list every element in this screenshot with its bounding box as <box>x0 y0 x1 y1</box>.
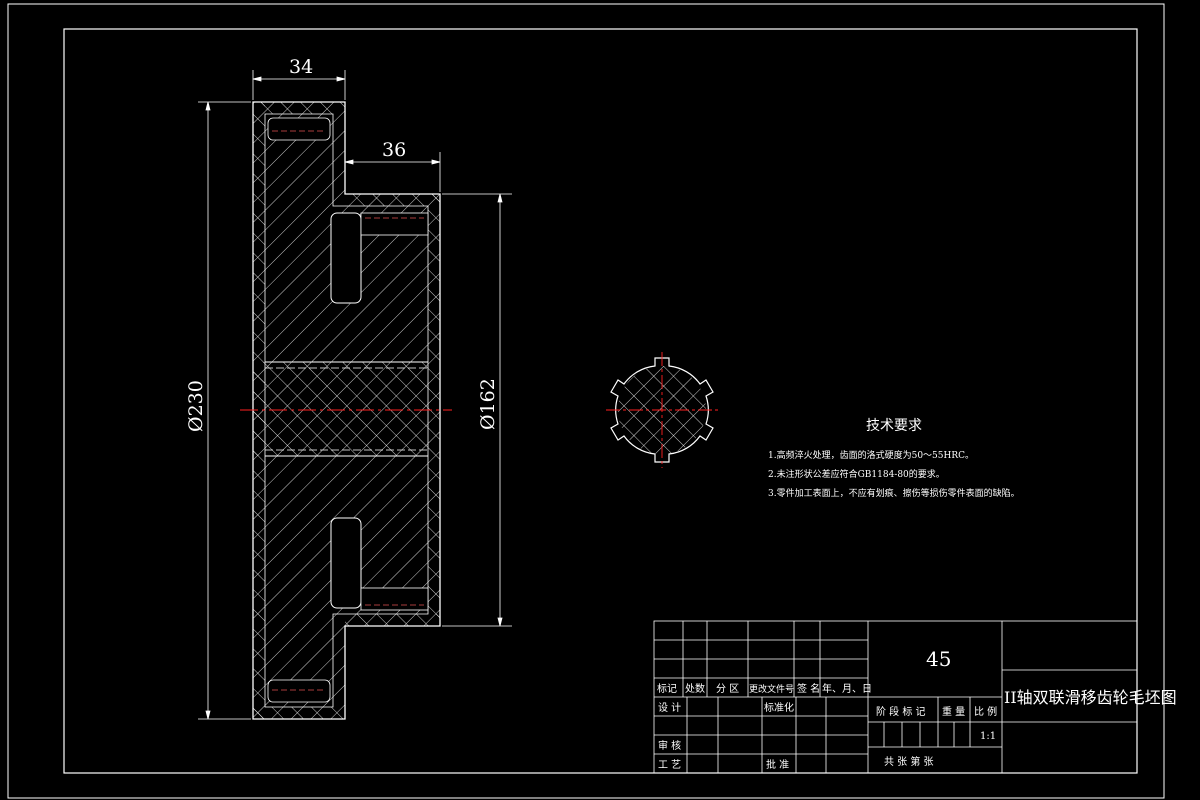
keyway-slot-top <box>330 212 362 304</box>
dim-hub-diameter: Ø162 <box>477 378 499 430</box>
title-block-header-row: 标记 处数 分 区 更改文件号 签 名 年、月、日 <box>657 682 872 695</box>
svg-text:标记: 标记 <box>657 683 677 695</box>
dim-top-width: 34 <box>289 56 313 78</box>
rim-right-bot-hatch <box>428 456 440 626</box>
design-label: 设 计 <box>658 701 681 714</box>
stage-mark-label: 阶 段 标 记 <box>876 705 926 718</box>
scale-value: 1:1 <box>980 731 996 742</box>
inner-border <box>63 28 1138 774</box>
approve-label: 批 准 <box>766 758 789 771</box>
tech-req-item-2: 2.未注形状公差应符合GB1184-80的要求。 <box>768 468 945 480</box>
title-block <box>653 620 1138 774</box>
gear-inner-outline <box>264 113 429 708</box>
weight-label: 重 量 <box>942 705 965 718</box>
process-label: 工 艺 <box>658 759 681 771</box>
dim-hub-width: 36 <box>382 139 406 161</box>
svg-text:处数: 处数 <box>685 682 705 695</box>
svg-text:年、月、日: 年、月、日 <box>822 682 872 695</box>
ratio-label: 比 例 <box>974 705 997 718</box>
dimension-lines <box>198 70 512 720</box>
hub-top-hatch <box>345 194 440 206</box>
svg-text:更改文件号: 更改文件号 <box>749 683 794 695</box>
tech-req-item-3: 3.零件加工表面上，不应有划痕、擦伤等损伤零件表面的缺陷。 <box>768 487 1020 499</box>
tech-requirements: 技术要求 1.高频淬火处理，齿面的洛式硬度为50～55HRC。 2.未注形状公差… <box>768 418 1020 499</box>
material-value: 45 <box>926 647 951 671</box>
review-label: 审 核 <box>658 739 681 752</box>
keyway-slot-bottom <box>330 517 362 609</box>
spline-end-view <box>606 352 720 468</box>
outer-border <box>7 3 1165 799</box>
gear-section-view <box>240 101 452 720</box>
sheets-label: 共 张 第 张 <box>884 755 934 768</box>
rim-left-hatch <box>253 102 265 719</box>
hub-bottom-hatch <box>345 614 440 626</box>
svg-text:签 名: 签 名 <box>797 682 820 695</box>
tech-req-title: 技术要求 <box>866 418 922 434</box>
rim-top-hatch <box>253 102 345 114</box>
standardization-label: 标准化 <box>764 701 794 714</box>
bore-hatch-b <box>253 362 440 456</box>
svg-text:分 区: 分 区 <box>716 683 739 695</box>
tech-req-item-1: 1.高频淬火处理，齿面的洛式硬度为50～55HRC。 <box>768 449 974 461</box>
dim-outer-diameter: Ø230 <box>185 380 207 432</box>
rim-right-top-hatch <box>428 194 440 362</box>
rim-bottom-hatch <box>253 707 345 719</box>
gear-outline <box>252 101 441 720</box>
drawing-title: II轴双联滑移齿轮毛坯图 <box>1004 688 1177 707</box>
